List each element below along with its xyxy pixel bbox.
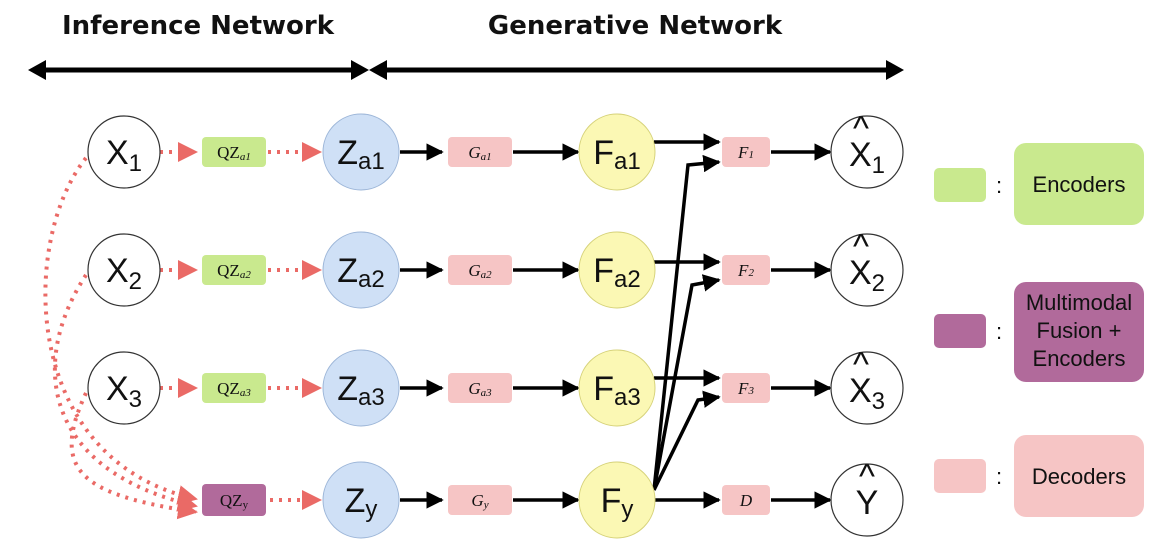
- legend-label-fusion-line3: Encoders: [1033, 346, 1126, 371]
- fusion-input-curves: [43, 156, 198, 520]
- encoder-box-qza1: QZa1: [202, 137, 266, 167]
- decoder-box-f2: F2: [722, 255, 770, 285]
- legend-label-fusion-line1: Multimodal: [1026, 290, 1132, 315]
- generative-network-header: Generative Network: [488, 11, 783, 41]
- svg-text:^: ^: [859, 458, 875, 496]
- generator-boxes: Ga1 Ga2 Ga3 Gy: [448, 137, 512, 515]
- factor-node-fa2: Fa2: [578, 231, 656, 309]
- solid-arrows: [400, 133, 832, 509]
- svg-text:Ga3: Ga3: [468, 379, 492, 399]
- encoder-boxes: QZa1 QZa2 QZa3 QZy: [202, 137, 266, 516]
- factor-node-fa1: Fa1: [578, 113, 656, 191]
- svg-text:^: ^: [853, 346, 869, 384]
- svg-text:F3: F3: [737, 379, 754, 398]
- decoder-boxes: F1 F2 F3 D: [722, 137, 770, 515]
- decoder-box-d: D: [722, 485, 770, 515]
- svg-text:Fa1: Fa1: [593, 134, 640, 175]
- svg-text:Ga1: Ga1: [468, 143, 491, 163]
- factor-node-fa3: Fa3: [578, 349, 656, 427]
- output-node-x1-hat: ^ X1: [830, 110, 904, 189]
- svg-text:Za3: Za3: [337, 370, 384, 411]
- svg-text:QZa2: QZa2: [217, 261, 251, 281]
- dotted-arrows: [160, 142, 322, 510]
- svg-text:Fy: Fy: [601, 482, 634, 523]
- factor-node-fy: Fy: [578, 461, 656, 539]
- legend-label-fusion-line2: Fusion +: [1037, 318, 1122, 343]
- svg-text:QZa3: QZa3: [217, 379, 251, 399]
- svg-text:Ga2: Ga2: [468, 261, 492, 281]
- svg-text:X3: X3: [849, 372, 885, 415]
- svg-text::: :: [996, 319, 1002, 344]
- fusion-encoder-box-qzy: QZy: [202, 484, 266, 516]
- svg-text:Za2: Za2: [337, 252, 384, 293]
- svg-text:X3: X3: [106, 370, 142, 413]
- latent-node-za2: Za2: [322, 231, 400, 309]
- output-node-y-hat: ^ Y: [830, 458, 904, 537]
- svg-text:F2: F2: [737, 261, 754, 280]
- output-node-x3-hat: ^ X3: [830, 346, 904, 425]
- curve-x1-to-fusion: [43, 156, 198, 505]
- svg-text:QZy: QZy: [220, 491, 249, 511]
- svg-text:X2: X2: [106, 252, 142, 295]
- legend-item-decoders: : Decoders: [934, 435, 1144, 517]
- legend-item-encoders: : Encoders: [934, 143, 1144, 225]
- svg-text::: :: [996, 173, 1002, 198]
- latent-nodes: Za1 Za2 Za3 Zy: [322, 113, 400, 539]
- decoder-box-f1: F1: [722, 137, 770, 167]
- factor-nodes: Fa1 Fa2 Fa3 Fy: [578, 113, 656, 539]
- legend-label-encoders: Encoders: [1033, 172, 1126, 197]
- svg-text:Fa3: Fa3: [593, 370, 640, 411]
- legend-item-fusion: : Multimodal Fusion + Encoders: [934, 282, 1144, 382]
- svg-text::: :: [996, 464, 1002, 489]
- latent-node-zy: Zy: [322, 461, 400, 539]
- svg-text:F1: F1: [737, 143, 754, 162]
- svg-text:^: ^: [853, 110, 869, 148]
- curve-x3-to-fusion: [69, 392, 198, 520]
- input-node-x3: X3: [87, 351, 161, 425]
- inference-network-header: Inference Network: [62, 11, 335, 41]
- svg-text:Gy: Gy: [471, 491, 488, 511]
- encoder-box-qza3: QZa3: [202, 373, 266, 403]
- output-nodes: ^ X1 ^ X2 ^ X3 ^ Y: [830, 110, 904, 537]
- svg-text:QZa1: QZa1: [217, 143, 251, 163]
- svg-text:Fa2: Fa2: [593, 252, 640, 293]
- decoder-box-f3: F3: [722, 373, 770, 403]
- inference-span-arrow: [28, 60, 369, 80]
- generator-box-gy: Gy: [448, 485, 512, 515]
- legend-swatch-encoders: [934, 168, 986, 202]
- svg-text:X1: X1: [849, 136, 885, 179]
- legend-swatch-fusion: [934, 314, 986, 348]
- svg-text:Zy: Zy: [345, 482, 378, 523]
- svg-text:Za1: Za1: [337, 134, 384, 175]
- svg-text:^: ^: [853, 228, 869, 266]
- generative-span-arrow: [369, 60, 904, 80]
- svg-text:D: D: [739, 491, 753, 510]
- output-node-x2-hat: ^ X2: [830, 228, 904, 307]
- generator-box-ga2: Ga2: [448, 255, 512, 285]
- input-nodes: X1 X2 X3: [87, 115, 161, 425]
- generator-box-ga1: Ga1: [448, 137, 512, 167]
- encoder-box-qza2: QZa2: [202, 255, 266, 285]
- input-node-x2: X2: [87, 233, 161, 307]
- latent-node-za1: Za1: [322, 113, 400, 191]
- svg-text:X2: X2: [849, 254, 885, 297]
- input-node-x1: X1: [87, 115, 161, 189]
- svg-text:X1: X1: [106, 134, 142, 177]
- svg-text:Y: Y: [856, 484, 879, 522]
- legend: : Encoders : Multimodal Fusion + Encoder…: [934, 143, 1144, 517]
- latent-node-za3: Za3: [322, 349, 400, 427]
- legend-swatch-decoders: [934, 459, 986, 493]
- legend-label-decoders: Decoders: [1032, 464, 1126, 489]
- generator-box-ga3: Ga3: [448, 373, 512, 403]
